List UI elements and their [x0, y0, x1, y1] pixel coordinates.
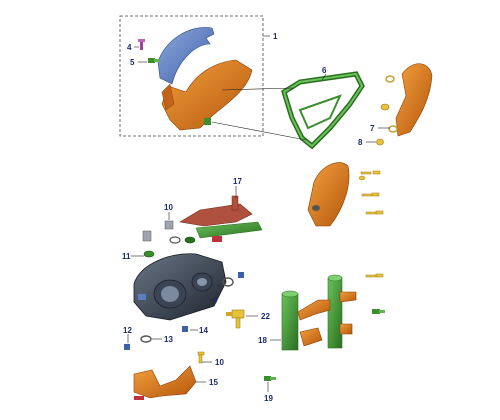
callout-22: 22 — [261, 312, 270, 321]
callout-12: 12 — [123, 326, 132, 335]
orange-clamp — [297, 291, 357, 347]
callout-14: 14 — [199, 326, 208, 335]
washer — [388, 125, 398, 133]
callout-9: 9 — [213, 296, 218, 305]
right-orange-bracket — [395, 63, 433, 137]
connector-22 — [226, 309, 245, 329]
callout-10-bottom: 10 — [215, 358, 224, 367]
callout-18: 18 — [258, 336, 267, 345]
washer-13 — [140, 335, 152, 343]
screw-12 — [124, 344, 130, 350]
gold-screws — [197, 170, 384, 364]
callout-13: 13 — [164, 335, 173, 344]
headlamp-unit — [133, 253, 227, 321]
callout-11: 11 — [122, 252, 131, 261]
washer — [385, 75, 395, 83]
callout-4: 4 — [127, 43, 132, 52]
red-bracket — [179, 195, 263, 242]
washer — [376, 138, 384, 146]
callout-15: 15 — [209, 378, 218, 387]
callout-7: 7 — [370, 124, 375, 133]
green-tube-18 — [281, 290, 299, 351]
blue-screw — [238, 272, 244, 278]
green-screw-right — [372, 309, 385, 314]
blue-cover — [157, 27, 215, 85]
green-frame — [281, 71, 365, 150]
mid-orange-bracket — [307, 162, 350, 227]
callout-19: 19 — [264, 394, 273, 403]
screw-14 — [182, 326, 188, 332]
bottom-orange-bracket — [133, 365, 197, 400]
callout-6: 6 — [322, 66, 327, 75]
green-tube-right — [327, 274, 343, 349]
callout-1: 1 — [273, 32, 278, 41]
washer — [380, 103, 390, 111]
callout-10-top: 10 — [164, 203, 173, 212]
callout-17: 17 — [233, 177, 242, 186]
screw-5 — [148, 58, 160, 63]
screw-19 — [264, 376, 276, 381]
bolts-top — [142, 220, 174, 242]
callout-8: 8 — [358, 138, 363, 147]
washer-right-lamp — [222, 277, 234, 287]
green-clip — [204, 118, 211, 125]
callout-5: 5 — [130, 58, 135, 67]
washer-11 — [143, 250, 155, 258]
assembly-group-box — [119, 15, 264, 137]
screw-4 — [138, 39, 145, 50]
